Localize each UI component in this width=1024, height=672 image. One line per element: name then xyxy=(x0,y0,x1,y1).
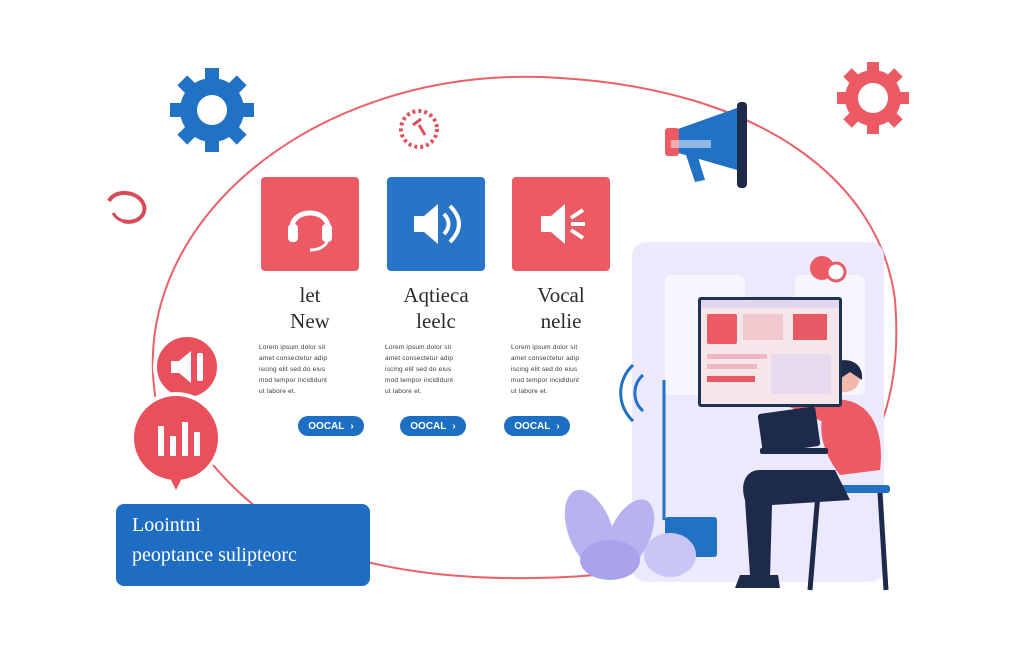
card-body-line: iscing elit sed do eius xyxy=(385,366,452,373)
card-body-line: Lorem ipsum dolor sit xyxy=(259,344,326,351)
card-body-line: amet consectetur adip xyxy=(259,355,328,362)
card-title-line1: Aqtieca xyxy=(403,283,469,307)
card-2-button[interactable]: OOCAL › xyxy=(400,416,466,436)
sound-wave-icon xyxy=(619,363,645,423)
card-title-line2: leelc xyxy=(416,309,456,333)
card-body-line: Lorem ipsum dolor sit xyxy=(385,344,452,351)
card-button-label: OOCAL xyxy=(410,420,447,432)
card-body-line: amet consectetur adip xyxy=(511,355,580,362)
equalizer-bubble-icon xyxy=(130,392,222,490)
chat-bubble-icon xyxy=(107,191,147,224)
card-body-1: Lorem ipsum dolor sit amet consectetur a… xyxy=(259,342,377,397)
gear-icon xyxy=(837,62,909,134)
plant-icon xyxy=(564,489,696,580)
card-button-label: OOCAL xyxy=(308,420,345,432)
monitor-screen xyxy=(698,297,842,407)
info-banner: Loointni peoptance sulipteorc xyxy=(116,504,370,586)
card-title-line1: let xyxy=(299,283,321,307)
chat-bubble-icon xyxy=(810,256,847,283)
card-body-3: Lorem ipsum dolor sit amet consectetur a… xyxy=(511,342,629,397)
card-tile-3 xyxy=(512,177,610,271)
card-title-2: Aqtieca leelc xyxy=(366,282,506,334)
card-body-line: iscing elit sed do eius xyxy=(511,366,578,373)
card-body-2: Lorem ipsum dolor sit amet consectetur a… xyxy=(385,342,503,397)
headset-icon xyxy=(288,210,332,252)
card-body-line: mod tempor incididunt xyxy=(385,377,454,384)
card-1-button[interactable]: OOCAL › xyxy=(298,416,364,436)
card-tile-1 xyxy=(261,177,359,271)
sound-wave-icon xyxy=(399,109,439,149)
card-body-line: mod tempor incididunt xyxy=(511,377,580,384)
card-3-button[interactable]: OOCAL › xyxy=(504,416,570,436)
chevron-right-icon: › xyxy=(556,420,560,432)
card-body-line: Lorem ipsum dolor sit xyxy=(511,344,578,351)
card-body-line: ut labore et. xyxy=(385,388,422,395)
card-title-line2: New xyxy=(290,309,330,333)
card-body-line: amet consectetur adip xyxy=(385,355,454,362)
card-body-line: iscing elit sed do eius xyxy=(259,366,326,373)
card-tile-2 xyxy=(387,177,485,271)
info-banner-line1: Loointni xyxy=(132,514,201,536)
card-body-line: ut labore et. xyxy=(259,388,296,395)
speaker-icon xyxy=(414,204,461,244)
card-title-line2: nelie xyxy=(540,309,582,333)
volume-icon xyxy=(541,204,585,244)
chevron-right-icon: › xyxy=(452,420,456,432)
decorative-arc xyxy=(151,75,898,580)
megaphone-icon xyxy=(665,102,747,188)
card-title-line1: Vocal xyxy=(537,283,585,307)
info-banner-line2: peoptance sulipteorc xyxy=(132,544,297,566)
card-title-3: Vocal nelie xyxy=(491,282,631,334)
card-body-line: ut labore et. xyxy=(511,388,548,395)
chevron-right-icon: › xyxy=(350,420,354,432)
card-button-label: OOCAL xyxy=(514,420,551,432)
card-title-1: let New xyxy=(240,282,380,334)
gear-icon xyxy=(170,68,254,152)
speaker-bubble-icon xyxy=(153,333,221,401)
card-body-line: mod tempor incididunt xyxy=(259,377,328,384)
